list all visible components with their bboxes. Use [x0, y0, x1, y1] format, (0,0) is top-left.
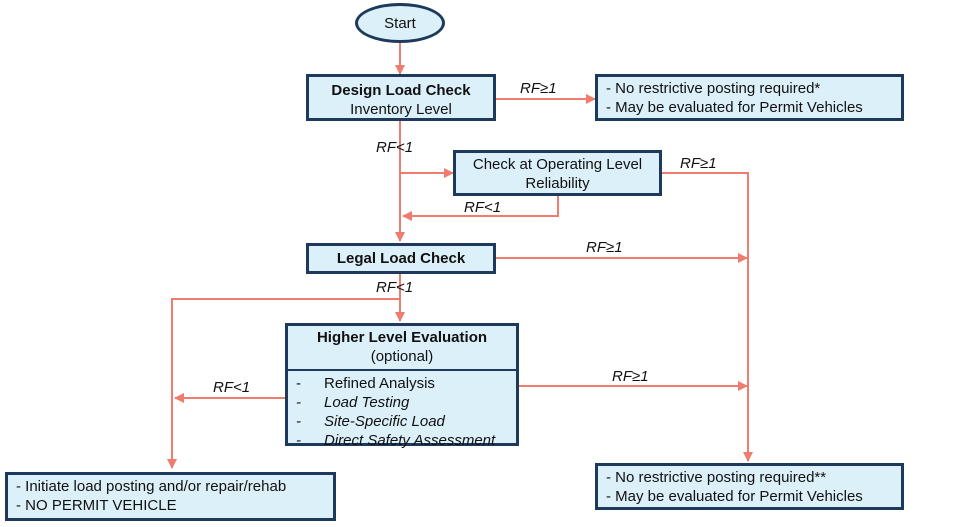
list-dash: -	[296, 375, 301, 392]
edge-label-legal-fail: RF<1	[376, 279, 414, 296]
no-posting-bottom-box: - No restrictive posting required** - Ma…	[595, 463, 904, 510]
no-posting-bottom-line1: - No restrictive posting required**	[606, 469, 827, 486]
edge-label-higher-fail: RF<1	[213, 379, 251, 396]
list-dash: -	[296, 394, 301, 411]
higher-level-divider	[288, 369, 516, 371]
method-item-direct-safety-assessment: - Direct Safety Assessment	[296, 431, 510, 450]
method-item-site-specific-load: - Site-Specific Load	[296, 412, 510, 431]
higher-level-method-list: - Refined Analysis - Load Testing - Site…	[288, 371, 516, 452]
no-posting-bottom-line2: - May be evaluated for Permit Vehicles	[606, 488, 863, 505]
edge-label-design-fail: RF<1	[376, 139, 414, 156]
design-load-check-subtitle: Inventory Level	[350, 101, 452, 118]
design-load-check-box: Design Load Check Inventory Level	[306, 74, 496, 121]
operating-level-box: Check at Operating Level Reliability	[453, 150, 662, 196]
edge-label-operating-fail: RF<1	[464, 199, 502, 216]
method-label: Site-Specific Load	[324, 413, 445, 430]
connector-legal-fail-left	[167, 298, 400, 469]
no-posting-top-line1: - No restrictive posting required*	[606, 80, 821, 97]
operating-level-line1: Check at Operating Level	[472, 156, 643, 173]
connector-operating-pass	[662, 172, 753, 462]
edge-label-design-pass: RF≥1	[520, 80, 557, 97]
higher-level-evaluation-box: Higher Level Evaluation (optional) - Ref…	[285, 323, 519, 449]
operating-level-line2: Reliability	[525, 175, 590, 192]
higher-level-subtitle: (optional)	[370, 348, 434, 365]
design-load-check-title: Design Load Check	[331, 82, 471, 99]
legal-load-check-title: Legal Load Check	[336, 250, 466, 267]
initiate-posting-line2: - NO PERMIT VEHICLE	[16, 497, 177, 514]
start-node: Start	[355, 3, 445, 43]
method-label: Direct Safety Assessment	[324, 432, 496, 449]
initiate-posting-box: - Initiate load posting and/or repair/re…	[5, 472, 336, 521]
edge-label-higher-pass: RF≥1	[612, 368, 649, 385]
no-posting-top-box: - No restrictive posting required* - May…	[595, 74, 904, 121]
method-label: Refined Analysis	[324, 375, 435, 392]
method-item-load-testing: - Load Testing	[296, 393, 510, 412]
method-item-refined-analysis: - Refined Analysis	[296, 374, 510, 393]
legal-load-check-box: Legal Load Check	[306, 243, 496, 274]
start-label: Start	[384, 14, 416, 32]
initiate-posting-line1: - Initiate load posting and/or repair/re…	[16, 478, 287, 495]
connector-operating-fail-return	[402, 195, 559, 221]
list-dash: -	[296, 413, 301, 430]
edge-label-operating-pass: RF≥1	[680, 155, 717, 172]
edge-label-legal-pass: RF≥1	[586, 239, 623, 256]
method-label: Load Testing	[324, 394, 410, 411]
list-dash: -	[296, 432, 301, 449]
higher-level-title: Higher Level Evaluation	[316, 329, 488, 346]
no-posting-top-line2: - May be evaluated for Permit Vehicles	[606, 99, 863, 116]
higher-level-header: Higher Level Evaluation (optional)	[288, 326, 516, 369]
